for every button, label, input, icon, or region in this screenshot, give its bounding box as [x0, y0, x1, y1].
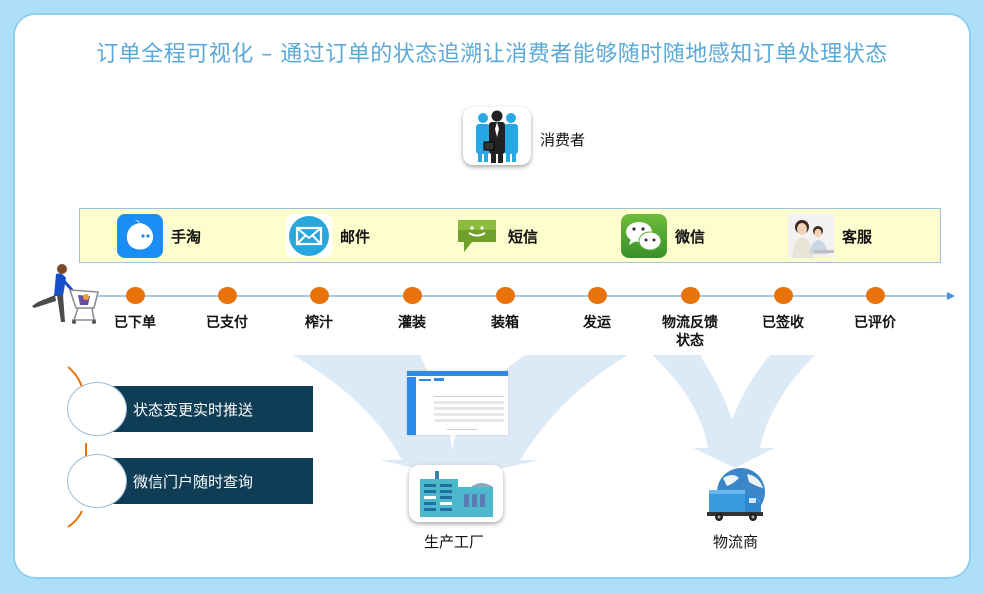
business-people-icon — [463, 107, 531, 165]
notification-channels-bar: 手淘 邮件 短信 — [79, 208, 941, 263]
timeline-step-dot — [218, 287, 237, 304]
factory-building-icon — [409, 465, 503, 522]
customer-service-icon — [788, 214, 834, 258]
channel-sms[interactable]: 短信 — [454, 214, 538, 258]
wechat-icon — [621, 214, 667, 258]
feature-label: 微信门户随时查询 — [109, 458, 313, 504]
timeline-step-label: 已下单 — [114, 315, 156, 331]
logistics-label: 物流商 — [713, 533, 759, 551]
feature-circle — [67, 382, 127, 436]
channel-label: 邮件 — [340, 227, 371, 246]
channel-shoutao[interactable]: 手淘 — [117, 214, 201, 258]
timeline-step-label: 已签收 — [762, 315, 804, 331]
sms-chat-icon — [454, 214, 500, 258]
timeline-step-dot — [588, 287, 607, 304]
timeline-step-dot — [403, 287, 422, 304]
channel-label: 手淘 — [171, 227, 202, 246]
shoutao-app-icon — [117, 214, 163, 258]
timeline-arrowhead-icon — [947, 292, 955, 300]
timeline-step-label: 物流反馈状态 — [662, 315, 718, 349]
email-envelope-icon — [286, 214, 332, 258]
feature-circle — [67, 454, 127, 508]
timeline-step-dot — [126, 287, 145, 304]
channel-customer-service[interactable]: 客服 — [788, 214, 872, 258]
page-title: 订单全程可视化 – 通过订单的状态追溯让消费者能够随时随地感知订单处理状态 — [96, 42, 888, 67]
channel-label: 客服 — [842, 227, 873, 246]
timeline-step-label: 灌装 — [398, 315, 426, 331]
timeline-step-label: 发运 — [583, 315, 611, 331]
consumer-label: 消费者 — [540, 131, 586, 149]
timeline-step-label: 榨汁 — [305, 315, 333, 331]
timeline-step-dot — [496, 287, 515, 304]
globe-truck-icon — [703, 466, 773, 526]
channel-label: 短信 — [508, 227, 539, 246]
timeline-step-dot — [866, 287, 885, 304]
timeline-step-dot — [310, 287, 329, 304]
channel-label: 微信 — [675, 227, 706, 246]
order-admin-screenshot — [407, 371, 508, 435]
order-timeline-line — [98, 295, 948, 297]
shopper-with-cart-icon — [28, 262, 100, 328]
timeline-step-label: 装箱 — [491, 315, 519, 331]
timeline-step-label: 已支付 — [206, 315, 248, 331]
timeline-step-dot — [774, 287, 793, 304]
channel-email[interactable]: 邮件 — [286, 214, 370, 258]
channel-wechat[interactable]: 微信 — [621, 214, 705, 258]
timeline-step-label: 已评价 — [854, 315, 896, 331]
feature-label: 状态变更实时推送 — [109, 386, 313, 432]
factory-label: 生产工厂 — [424, 533, 485, 551]
timeline-step-dot — [681, 287, 700, 304]
